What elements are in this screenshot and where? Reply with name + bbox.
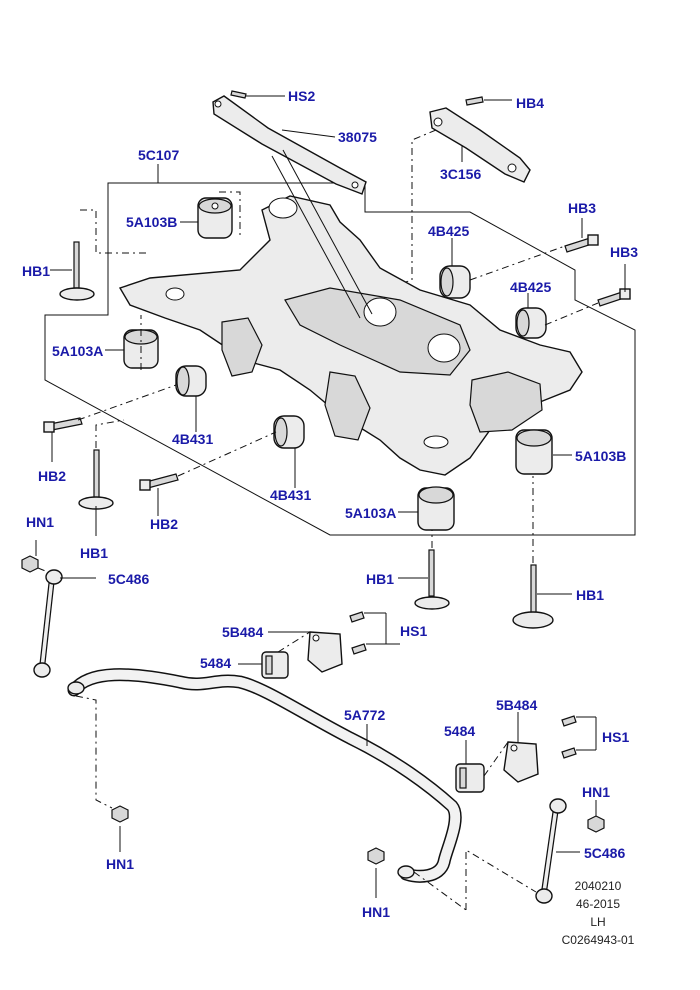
subframe-opening bbox=[423, 435, 449, 449]
bolt-hs2 bbox=[230, 90, 247, 99]
subframe-bracket bbox=[221, 317, 263, 377]
bushing-4b425-upper bbox=[439, 265, 471, 299]
bushing-4b431-right bbox=[273, 415, 305, 449]
bolt-hb2-upper bbox=[43, 417, 83, 433]
link-arm-hole bbox=[433, 117, 443, 127]
subframe-bracket bbox=[324, 371, 371, 441]
label-4b431-left: 4B431 bbox=[172, 431, 213, 447]
label-3c156: 3C156 bbox=[440, 166, 481, 182]
nut-hn1-top bbox=[21, 555, 39, 573]
bar-end-eye-right bbox=[397, 865, 415, 879]
label-5c486-left: 5C486 bbox=[108, 571, 149, 587]
bolt-hb4 bbox=[465, 96, 484, 106]
bar-clamp-5b484-a bbox=[307, 631, 343, 673]
label-hb2-lower: HB2 bbox=[150, 516, 178, 532]
label-5484-a: 5484 bbox=[200, 655, 231, 671]
reference-number: 2040210 bbox=[575, 879, 622, 893]
label-hb4: HB4 bbox=[516, 95, 544, 111]
label-hn1-bottom: HN1 bbox=[362, 904, 390, 920]
link-arm-38075 bbox=[212, 95, 367, 195]
subframe-bracket bbox=[469, 371, 543, 433]
label-hb2-upper: HB2 bbox=[38, 468, 66, 484]
subframe-opening bbox=[165, 287, 185, 301]
drop-link-left bbox=[33, 569, 63, 678]
label-5b484-a: 5B484 bbox=[222, 624, 263, 640]
subframe-group-outline bbox=[44, 182, 636, 536]
label-38075: 38075 bbox=[338, 129, 377, 145]
nut-hn1-left bbox=[111, 805, 129, 823]
label-5a103b-right: 5A103B bbox=[575, 448, 626, 464]
label-hb3-lower: HB3 bbox=[610, 244, 638, 260]
bar-bushing-5484-a bbox=[261, 651, 289, 679]
label-hs2: HS2 bbox=[288, 88, 315, 104]
link-arm-hole bbox=[351, 181, 359, 189]
label-5b484-b: 5B484 bbox=[496, 697, 537, 713]
label-5c486-right: 5C486 bbox=[584, 845, 625, 861]
bolt-hb1-left bbox=[59, 241, 95, 301]
link-arm-hole bbox=[214, 100, 222, 108]
bushing-5a103a-center bbox=[417, 486, 455, 531]
bushing-4b425-lower bbox=[515, 307, 547, 339]
label-5a103a-center: 5A103A bbox=[345, 505, 396, 521]
bolt-hb3-upper bbox=[564, 234, 599, 253]
label-4b425-upper: 4B425 bbox=[428, 223, 469, 239]
label-5484-b: 5484 bbox=[444, 723, 475, 739]
bolt-hs1-group-b bbox=[561, 715, 577, 759]
nut-hn1-bottom bbox=[367, 847, 385, 865]
link-arm-3c156 bbox=[429, 107, 531, 183]
label-5a772: 5A772 bbox=[344, 707, 385, 723]
drop-link-right bbox=[535, 798, 567, 904]
bar-end-eye-left bbox=[67, 681, 85, 695]
bar-bushing-5484-b bbox=[455, 763, 485, 793]
label-4b431-right: 4B431 bbox=[270, 487, 311, 503]
label-hs1-a: HS1 bbox=[400, 623, 427, 639]
label-hb1-mid: HB1 bbox=[80, 545, 108, 561]
bushing-5a103b-top bbox=[197, 197, 233, 239]
label-hb1-left: HB1 bbox=[22, 263, 50, 279]
label-hs1-b: HS1 bbox=[602, 729, 629, 745]
bolt-hb1-right bbox=[512, 564, 554, 629]
reference-code: C0264943-01 bbox=[562, 933, 635, 947]
bolt-hb1-mid bbox=[78, 449, 114, 510]
label-5a103a-left: 5A103A bbox=[52, 343, 103, 359]
label-5c107: 5C107 bbox=[138, 147, 179, 163]
label-hb3-upper: HB3 bbox=[568, 200, 596, 216]
label-hb1-low: HB1 bbox=[366, 571, 394, 587]
bolt-hb1-low bbox=[414, 549, 450, 610]
bushing-5a103b-right bbox=[515, 429, 553, 475]
bolt-hb2-lower bbox=[139, 473, 179, 491]
label-5a103b-top: 5A103B bbox=[126, 214, 177, 230]
label-4b425-lower: 4B425 bbox=[510, 279, 551, 295]
label-hb1-right: HB1 bbox=[576, 587, 604, 603]
label-hn1-left: HN1 bbox=[106, 856, 134, 872]
bolt-hs1-group-a bbox=[349, 611, 367, 655]
bar-clamp-5b484-b bbox=[503, 741, 539, 783]
subframe-opening bbox=[363, 297, 397, 327]
subframe-opening bbox=[268, 197, 298, 219]
link-arm-hole bbox=[507, 163, 517, 173]
label-hn1-right: HN1 bbox=[582, 784, 610, 800]
label-hn1-top: HN1 bbox=[26, 514, 54, 530]
anti-roll-bar bbox=[67, 668, 462, 883]
reference-date: 46-2015 bbox=[576, 897, 620, 911]
subframe-opening bbox=[427, 333, 461, 363]
bushing-4b431-left bbox=[175, 365, 207, 397]
reference-side: LH bbox=[590, 915, 605, 929]
nut-hn1-right bbox=[587, 815, 605, 833]
subframe-crossmember bbox=[284, 287, 471, 376]
